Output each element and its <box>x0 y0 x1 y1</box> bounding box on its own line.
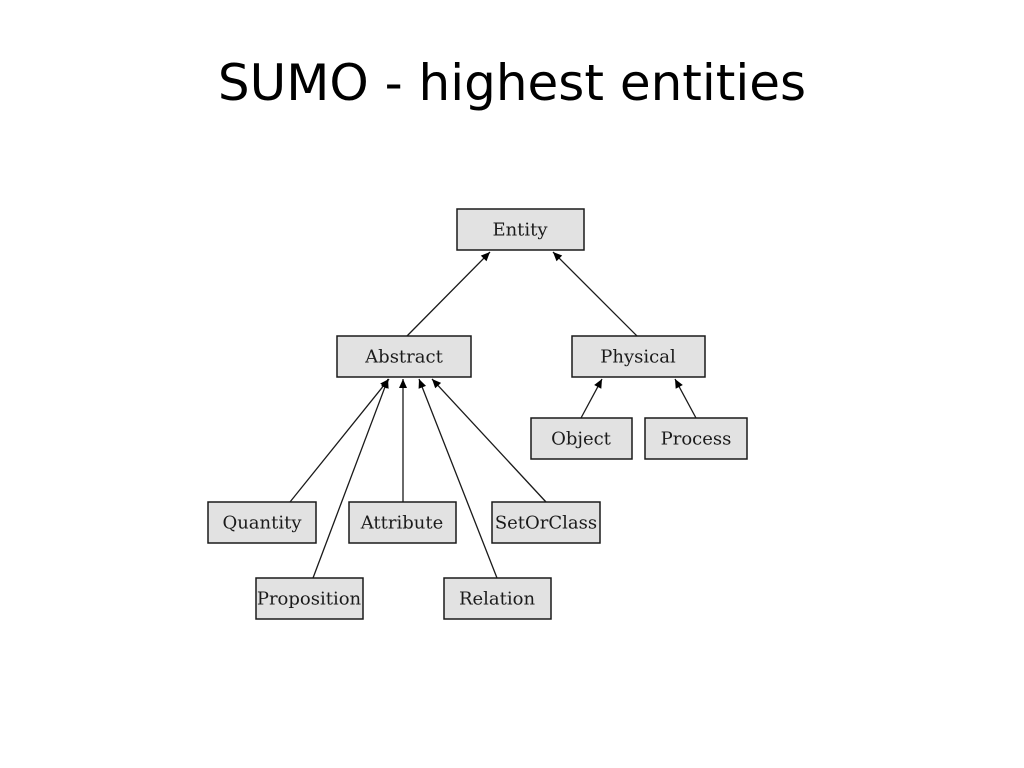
node-proposition-label: Proposition <box>257 589 362 610</box>
node-quantity: Quantity <box>207 501 317 544</box>
node-process: Process <box>644 417 748 460</box>
arrowhead-icon <box>381 379 389 389</box>
arrowhead-icon <box>432 379 442 389</box>
node-object: Object <box>530 417 633 460</box>
edge-line <box>418 378 498 579</box>
arrowhead-icon <box>399 379 407 388</box>
arrowhead-icon <box>594 379 602 389</box>
edge-attribute-to-abstract <box>399 379 407 502</box>
node-physical-label: Physical <box>600 347 676 368</box>
node-entity: Entity <box>456 208 585 251</box>
node-quantity-label: Quantity <box>222 513 302 534</box>
slide-title: SUMO - highest entities <box>217 54 807 112</box>
edge-proposition-to-abstract <box>312 378 389 579</box>
edge-line <box>406 251 491 337</box>
edge-relation-to-abstract <box>418 378 498 579</box>
edge-line <box>312 378 389 579</box>
arrowhead-icon <box>675 379 683 389</box>
node-attribute: Attribute <box>348 501 457 544</box>
node-process-label: Process <box>661 429 732 450</box>
edges-layer <box>289 251 697 579</box>
node-abstract: Abstract <box>336 335 472 378</box>
arrowhead-icon <box>480 252 490 262</box>
edge-quantity-to-abstract <box>289 378 390 503</box>
arrowhead-icon <box>418 379 426 389</box>
edge-object-to-physical <box>580 378 603 419</box>
arrowhead-icon <box>553 252 563 262</box>
edge-physical-to-entity <box>552 251 638 337</box>
edge-process-to-physical <box>674 378 697 419</box>
edge-line <box>431 378 547 503</box>
edge-line <box>289 378 390 503</box>
node-proposition: Proposition <box>255 577 364 620</box>
edge-line <box>552 251 638 337</box>
node-entity-label: Entity <box>492 220 548 241</box>
node-setorclass-label: SetOrClass <box>495 513 597 534</box>
node-object-label: Object <box>551 429 612 450</box>
edge-setorclass-to-abstract <box>431 378 547 503</box>
node-relation-label: Relation <box>459 589 536 610</box>
node-setorclass: SetOrClass <box>491 501 601 544</box>
node-attribute-label: Attribute <box>360 513 444 534</box>
node-relation: Relation <box>443 577 552 620</box>
edge-abstract-to-entity <box>406 251 491 337</box>
node-physical: Physical <box>571 335 706 378</box>
node-abstract-label: Abstract <box>364 347 443 368</box>
